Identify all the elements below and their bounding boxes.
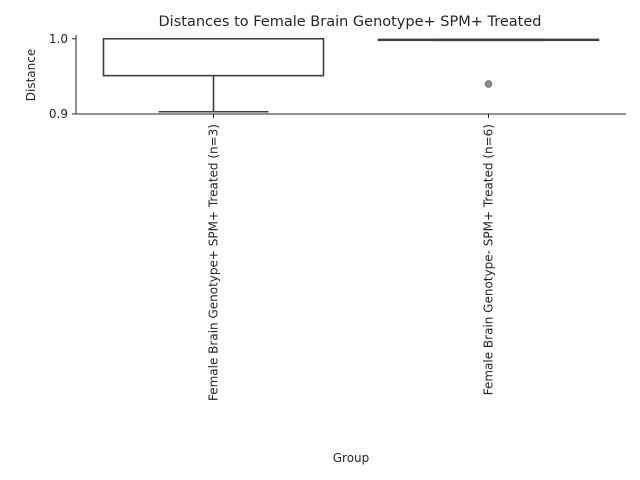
x-axis-label: Group [333, 451, 370, 465]
x-category-labels: Female Brain Genotype+ SPM+ Treated (n=3… [207, 114, 496, 401]
box-group [102, 37, 325, 113]
box-group [377, 38, 600, 88]
box-body [102, 37, 325, 77]
x-category-label: Female Brain Genotype+ SPM+ Treated (n=3… [207, 124, 221, 401]
x-category-label: Female Brain Genotype- SPM+ Treated (n=6… [482, 124, 496, 395]
y-ticks: 0.9 1.0 [49, 32, 76, 121]
y-axis-label: Distance [24, 49, 38, 101]
outlier-point [484, 80, 493, 88]
chart-marks [102, 37, 600, 113]
y-tick-label: 1.0 [49, 32, 68, 46]
y-tick-label: 0.9 [49, 107, 68, 121]
chart-title: Distances to Female Brain Genotype+ SPM+… [159, 14, 542, 30]
